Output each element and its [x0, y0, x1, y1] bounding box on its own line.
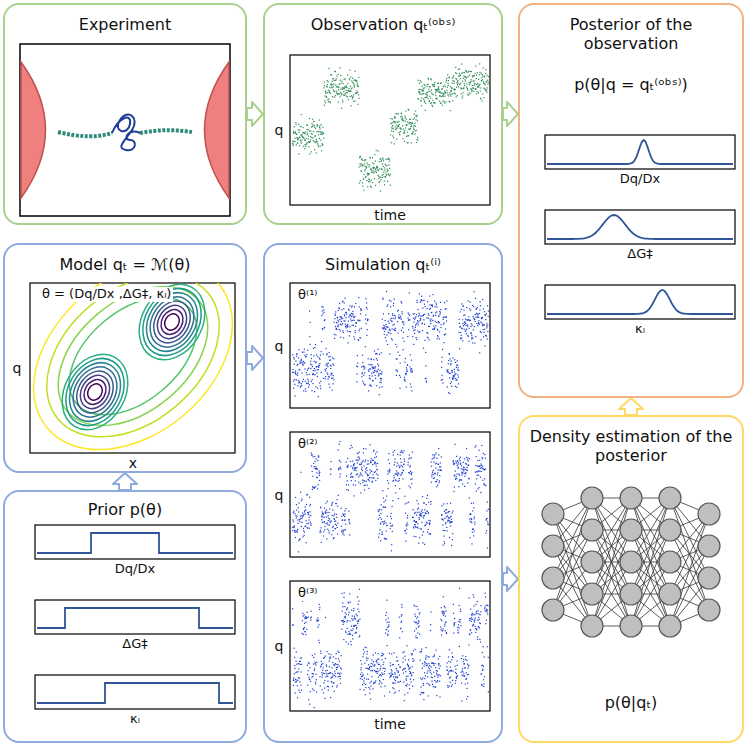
plot-label: ΔG‡ [122, 637, 147, 652]
panel-heading: Posterior of the observation [526, 15, 736, 53]
flow-arrow [503, 102, 518, 126]
plot-label: κₗ [130, 712, 140, 727]
plot-label: x [129, 455, 137, 471]
simulation-traces [292, 291, 489, 708]
panel-heading: Model qₜ = ℳ(θ) [11, 255, 239, 274]
flow-arrow [113, 473, 137, 490]
plot-label: q [275, 338, 284, 354]
plot-label: θ⁽²⁾ [296, 437, 320, 452]
panel-heading: Experiment [11, 15, 239, 34]
energy-contours [30, 283, 235, 453]
panel-box: Prior p(θ) [3, 490, 247, 743]
formula: p(θ|q = qₜ⁽ᵒᵇˢ⁾) [526, 75, 736, 94]
panel-box: Density estimation of the posterior p(θ|q… [518, 415, 744, 743]
plot-label: Dq/Dx [115, 562, 155, 577]
plot-label: θ = (Dq/Dx ,ΔG‡, κₗ) [40, 287, 173, 302]
plot-label: ΔG‡ [627, 247, 652, 262]
panel-heading: Prior p(θ) [11, 500, 239, 519]
plot-label: q [275, 638, 284, 654]
panel-heading: Density estimation of the posterior [526, 427, 736, 465]
flow-arrow [619, 398, 643, 415]
panel-box: Model qₜ = ℳ(θ) [3, 243, 247, 473]
panel-box: Experiment [3, 3, 247, 225]
posterior-distributions [545, 135, 735, 319]
plot-label: time [374, 716, 406, 732]
plot-label: θ⁽³⁾ [296, 586, 320, 601]
plot-label: q [275, 122, 284, 138]
observation-trace [292, 63, 489, 192]
formula: p(θ|qₜ) [526, 693, 736, 712]
plot-label: κₗ [635, 322, 645, 337]
panel-heading: Simulation qₜ⁽ⁱ⁾ [271, 255, 495, 274]
flow-arrow [247, 346, 263, 370]
flow-arrow [503, 567, 518, 591]
plot-label: q [275, 487, 284, 503]
panel-box: Observation qₜ⁽ᵒᵇˢ⁾ [263, 3, 503, 225]
optical-tweezers-drawing [20, 44, 230, 216]
neural-network [542, 487, 720, 637]
plot-label: Dq/Dx [620, 172, 660, 187]
panel-heading: Observation qₜ⁽ᵒᵇˢ⁾ [271, 15, 495, 34]
flow-arrow [247, 102, 263, 126]
plot-label: q [13, 360, 22, 376]
panel-box: Posterior of the observation p(θ|q = qₜ⁽ᵒ… [518, 3, 744, 398]
plot-label: time [374, 207, 406, 223]
panel-box: Simulation qₜ⁽ⁱ⁾ [263, 243, 503, 743]
plot-label: θ⁽¹⁾ [296, 288, 320, 303]
prior-distributions [35, 525, 235, 709]
